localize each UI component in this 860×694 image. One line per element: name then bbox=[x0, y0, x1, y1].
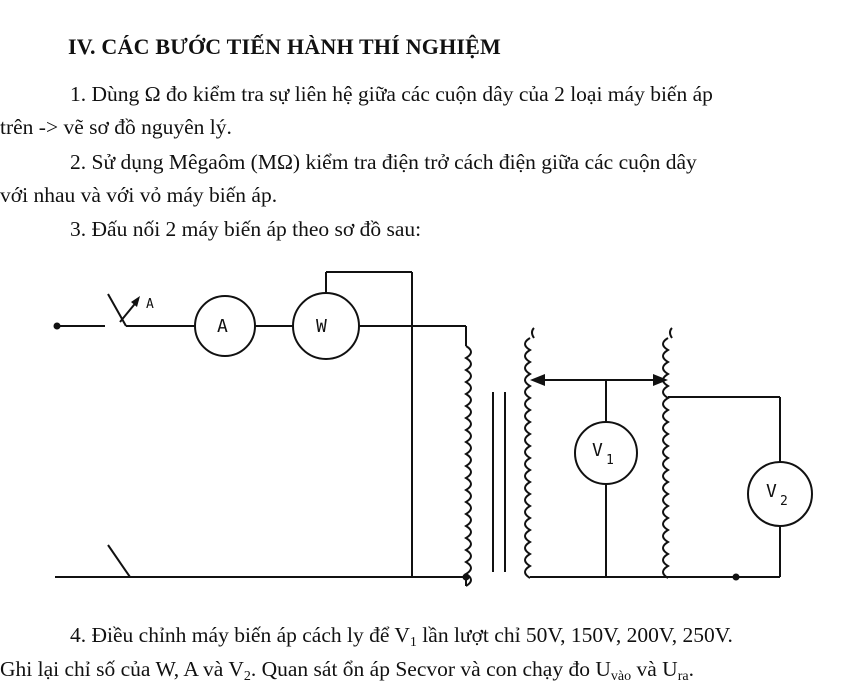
junction-primary-bottom bbox=[462, 573, 470, 581]
secondary-top-hook bbox=[531, 327, 535, 339]
v1-sub: 1 bbox=[606, 453, 614, 468]
step2-line2: với nhau và với vỏ máy biến áp. bbox=[0, 183, 278, 207]
secondary-coil bbox=[524, 337, 532, 579]
v1-label: V bbox=[592, 440, 603, 461]
step1-line1: 1. Dùng Ω đo kiểm tra sự liên hệ giữa cá… bbox=[70, 82, 713, 106]
ammeter-label: A bbox=[217, 316, 228, 337]
step1-line2: trên -> vẽ sơ đồ nguyên lý. bbox=[0, 115, 232, 139]
autotransformer-coil bbox=[662, 337, 670, 579]
switch-blade-bottom bbox=[107, 544, 131, 578]
section-heading: IV. CÁC BƯỚC TIẾN HÀNH THÍ NGHIỆM bbox=[68, 34, 502, 59]
switch-label: A bbox=[146, 297, 154, 312]
slider-arrow-right bbox=[653, 374, 668, 386]
switch-arrow-head bbox=[131, 296, 140, 307]
v2-sub: 2 bbox=[780, 494, 788, 509]
junction-output-bottom bbox=[732, 573, 740, 581]
switch-blade-top bbox=[107, 293, 127, 327]
step2-line1: 2. Sử dụng Mêgaôm (MΩ) kiểm tra điện trở… bbox=[70, 150, 697, 174]
step4-line2: Ghi lại chỉ số của W, A và V2. Quan sát … bbox=[0, 657, 694, 684]
step3-text: 3. Đấu nối 2 máy biến áp theo sơ đồ sau: bbox=[70, 217, 422, 241]
v2-label: V bbox=[766, 481, 777, 502]
primary-coil bbox=[464, 345, 472, 587]
auto-top-hook bbox=[669, 327, 673, 339]
wiring-diagram: A A W V 1 V 2 bbox=[53, 271, 813, 587]
wattmeter-label: W bbox=[316, 316, 327, 337]
step4-line1: 4. Điều chỉnh máy biến áp cách ly để V1 … bbox=[70, 623, 733, 650]
slider-arrow-left bbox=[530, 374, 545, 386]
